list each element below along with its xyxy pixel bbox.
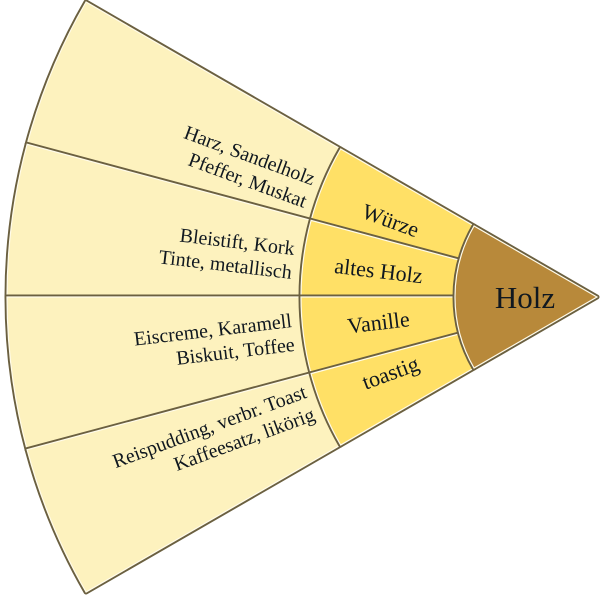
center-segment [454,225,599,369]
wheel-segments [4,0,600,595]
center-label: Holz [495,280,555,315]
